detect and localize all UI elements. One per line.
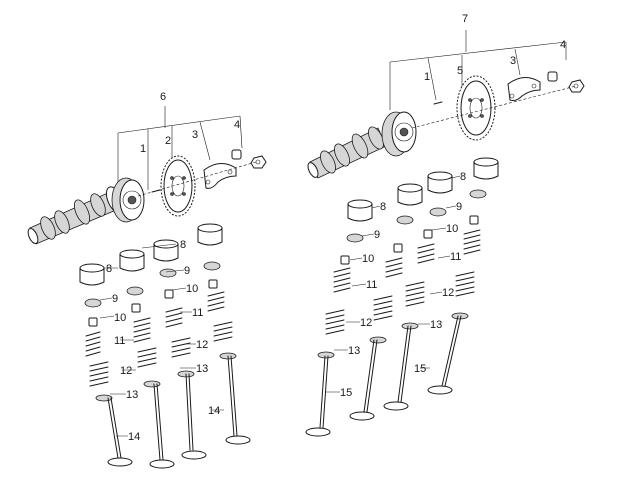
callout-r12b: 12 <box>442 287 454 299</box>
callout-right-assembly: 7 <box>462 13 468 25</box>
right-camshaft <box>307 126 387 179</box>
callout-left-assembly: 6 <box>160 91 166 103</box>
left-leaders <box>99 243 224 437</box>
callout-l8b: 8 <box>180 239 186 251</box>
right-camshaft-assembly <box>307 30 585 179</box>
callout-r8b: 8 <box>460 171 466 183</box>
right-vvt-hub <box>381 111 417 157</box>
callout-l10a: 10 <box>114 312 126 324</box>
callout-r11a: 11 <box>366 279 377 291</box>
left-vvt-hub <box>111 177 145 223</box>
callout-l4: 4 <box>234 119 240 131</box>
callout-l14b: 14 <box>208 405 220 417</box>
callout-l13a: 13 <box>126 389 138 401</box>
left-tensioner-plate <box>203 163 237 189</box>
callout-l14a: 14 <box>128 431 140 443</box>
callout-r13a: 13 <box>348 345 360 357</box>
callout-l1: 1 <box>140 143 146 155</box>
callout-l3: 3 <box>192 129 198 141</box>
left-camshaft-assembly <box>27 106 267 245</box>
right-valve-column-1 <box>305 199 373 437</box>
left-valve-column-1 <box>79 263 133 467</box>
left-bracket <box>117 106 243 190</box>
callout-l10b: 10 <box>186 283 198 295</box>
right-valve-column-3 <box>383 171 453 411</box>
right-valve-column-4 <box>427 157 499 395</box>
callout-numbers: 6 1 2 3 4 7 1 5 3 4 8 8 9 9 10 10 11 11 … <box>106 13 566 443</box>
callout-r12a: 12 <box>360 317 372 329</box>
callout-r11b: 11 <box>450 251 461 263</box>
left-valve-column-3 <box>153 239 207 460</box>
right-timing-sprocket <box>456 75 496 141</box>
right-valve-column-2 <box>349 183 423 421</box>
callout-r10a: 10 <box>362 253 374 265</box>
left-valve-column-4 <box>197 223 251 445</box>
right-bracket <box>389 30 567 110</box>
callout-l9a: 9 <box>112 293 118 305</box>
callout-l2: 2 <box>165 135 171 147</box>
callout-r9a: 9 <box>374 229 380 241</box>
callout-r13b: 13 <box>430 319 442 331</box>
callout-l11a: 11 <box>114 335 125 347</box>
callout-r10b: 10 <box>446 223 458 235</box>
callout-l12b: 12 <box>196 339 208 351</box>
callout-r3: 3 <box>510 55 516 67</box>
left-bolts <box>231 149 267 169</box>
callout-l9b: 9 <box>184 265 190 277</box>
callout-r8a: 8 <box>380 201 386 213</box>
callout-r4: 4 <box>560 39 566 51</box>
callout-l13b: 13 <box>196 363 208 375</box>
right-leaders <box>326 175 461 393</box>
callout-l8a: 8 <box>106 263 112 275</box>
right-tensioner-plate <box>507 77 541 101</box>
callout-r9b: 9 <box>456 201 462 213</box>
callout-r1: 1 <box>424 71 430 83</box>
left-valve-train <box>79 223 251 469</box>
right-bolts <box>547 71 585 93</box>
callout-l11b: 11 <box>192 307 203 319</box>
right-valve-train <box>305 157 499 437</box>
callout-r15b: 15 <box>414 363 426 375</box>
right-pin <box>433 101 443 105</box>
callout-l12a: 12 <box>120 365 132 377</box>
left-valve-column-2 <box>119 249 175 469</box>
left-timing-sprocket <box>160 155 196 217</box>
left-camshaft <box>27 186 125 245</box>
callout-r5: 5 <box>457 65 463 77</box>
callout-r15a: 15 <box>340 387 352 399</box>
